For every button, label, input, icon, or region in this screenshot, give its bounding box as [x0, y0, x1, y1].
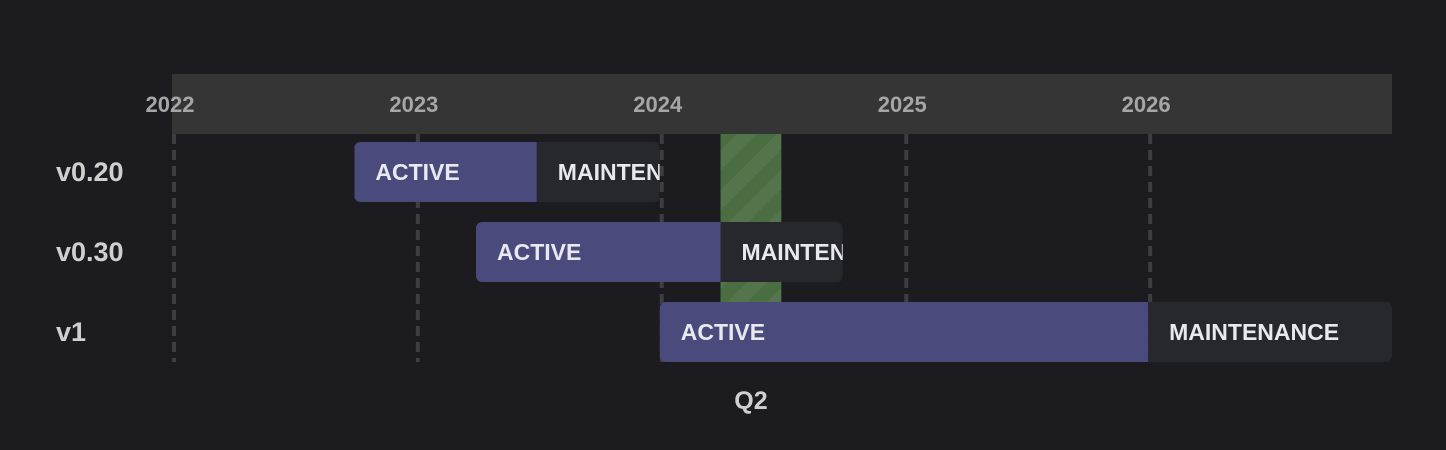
bar-label-v0.20-maintenance: MAINTENANCE [558, 159, 728, 185]
bar-v1-active [659, 302, 1149, 362]
bar-group-v0.30: ACTIVE MAINTENANCE [475, 222, 912, 282]
row-label-v1: v1 [56, 317, 86, 347]
tick-label-2024: 2024 [633, 92, 683, 117]
bar-label-v0.30-active: ACTIVE [497, 239, 581, 265]
row-label-v0.30: v0.30 [56, 237, 124, 267]
row-label-v0.20: v0.20 [56, 157, 124, 187]
axis-header-band [172, 74, 1392, 134]
bar-v0.30-maintenance [720, 222, 843, 282]
bar-label-v1-maintenance: MAINTENANCE [1169, 319, 1339, 345]
bar-group-v1: ACTIVE MAINTENANCE [659, 302, 1392, 362]
bar-label-v1-active: ACTIVE [681, 319, 765, 345]
bar-v1-maintenance [1148, 302, 1392, 362]
bar-v0.20-maintenance [536, 142, 660, 202]
tick-label-2022: 2022 [146, 92, 195, 117]
highlight-label: Q2 [734, 387, 767, 415]
bar-group-v0.20: ACTIVE MAINTENANCE [354, 142, 728, 202]
tick-label-2025: 2025 [878, 92, 927, 117]
tick-label-2023: 2023 [389, 92, 438, 117]
bar-label-v0.30-maintenance: MAINTENANCE [742, 239, 912, 265]
tick-label-2026: 2026 [1122, 92, 1171, 117]
bar-v0.30-active [475, 222, 721, 282]
bar-label-v0.20-active: ACTIVE [375, 159, 459, 185]
bar-v0.20-active [354, 142, 537, 202]
